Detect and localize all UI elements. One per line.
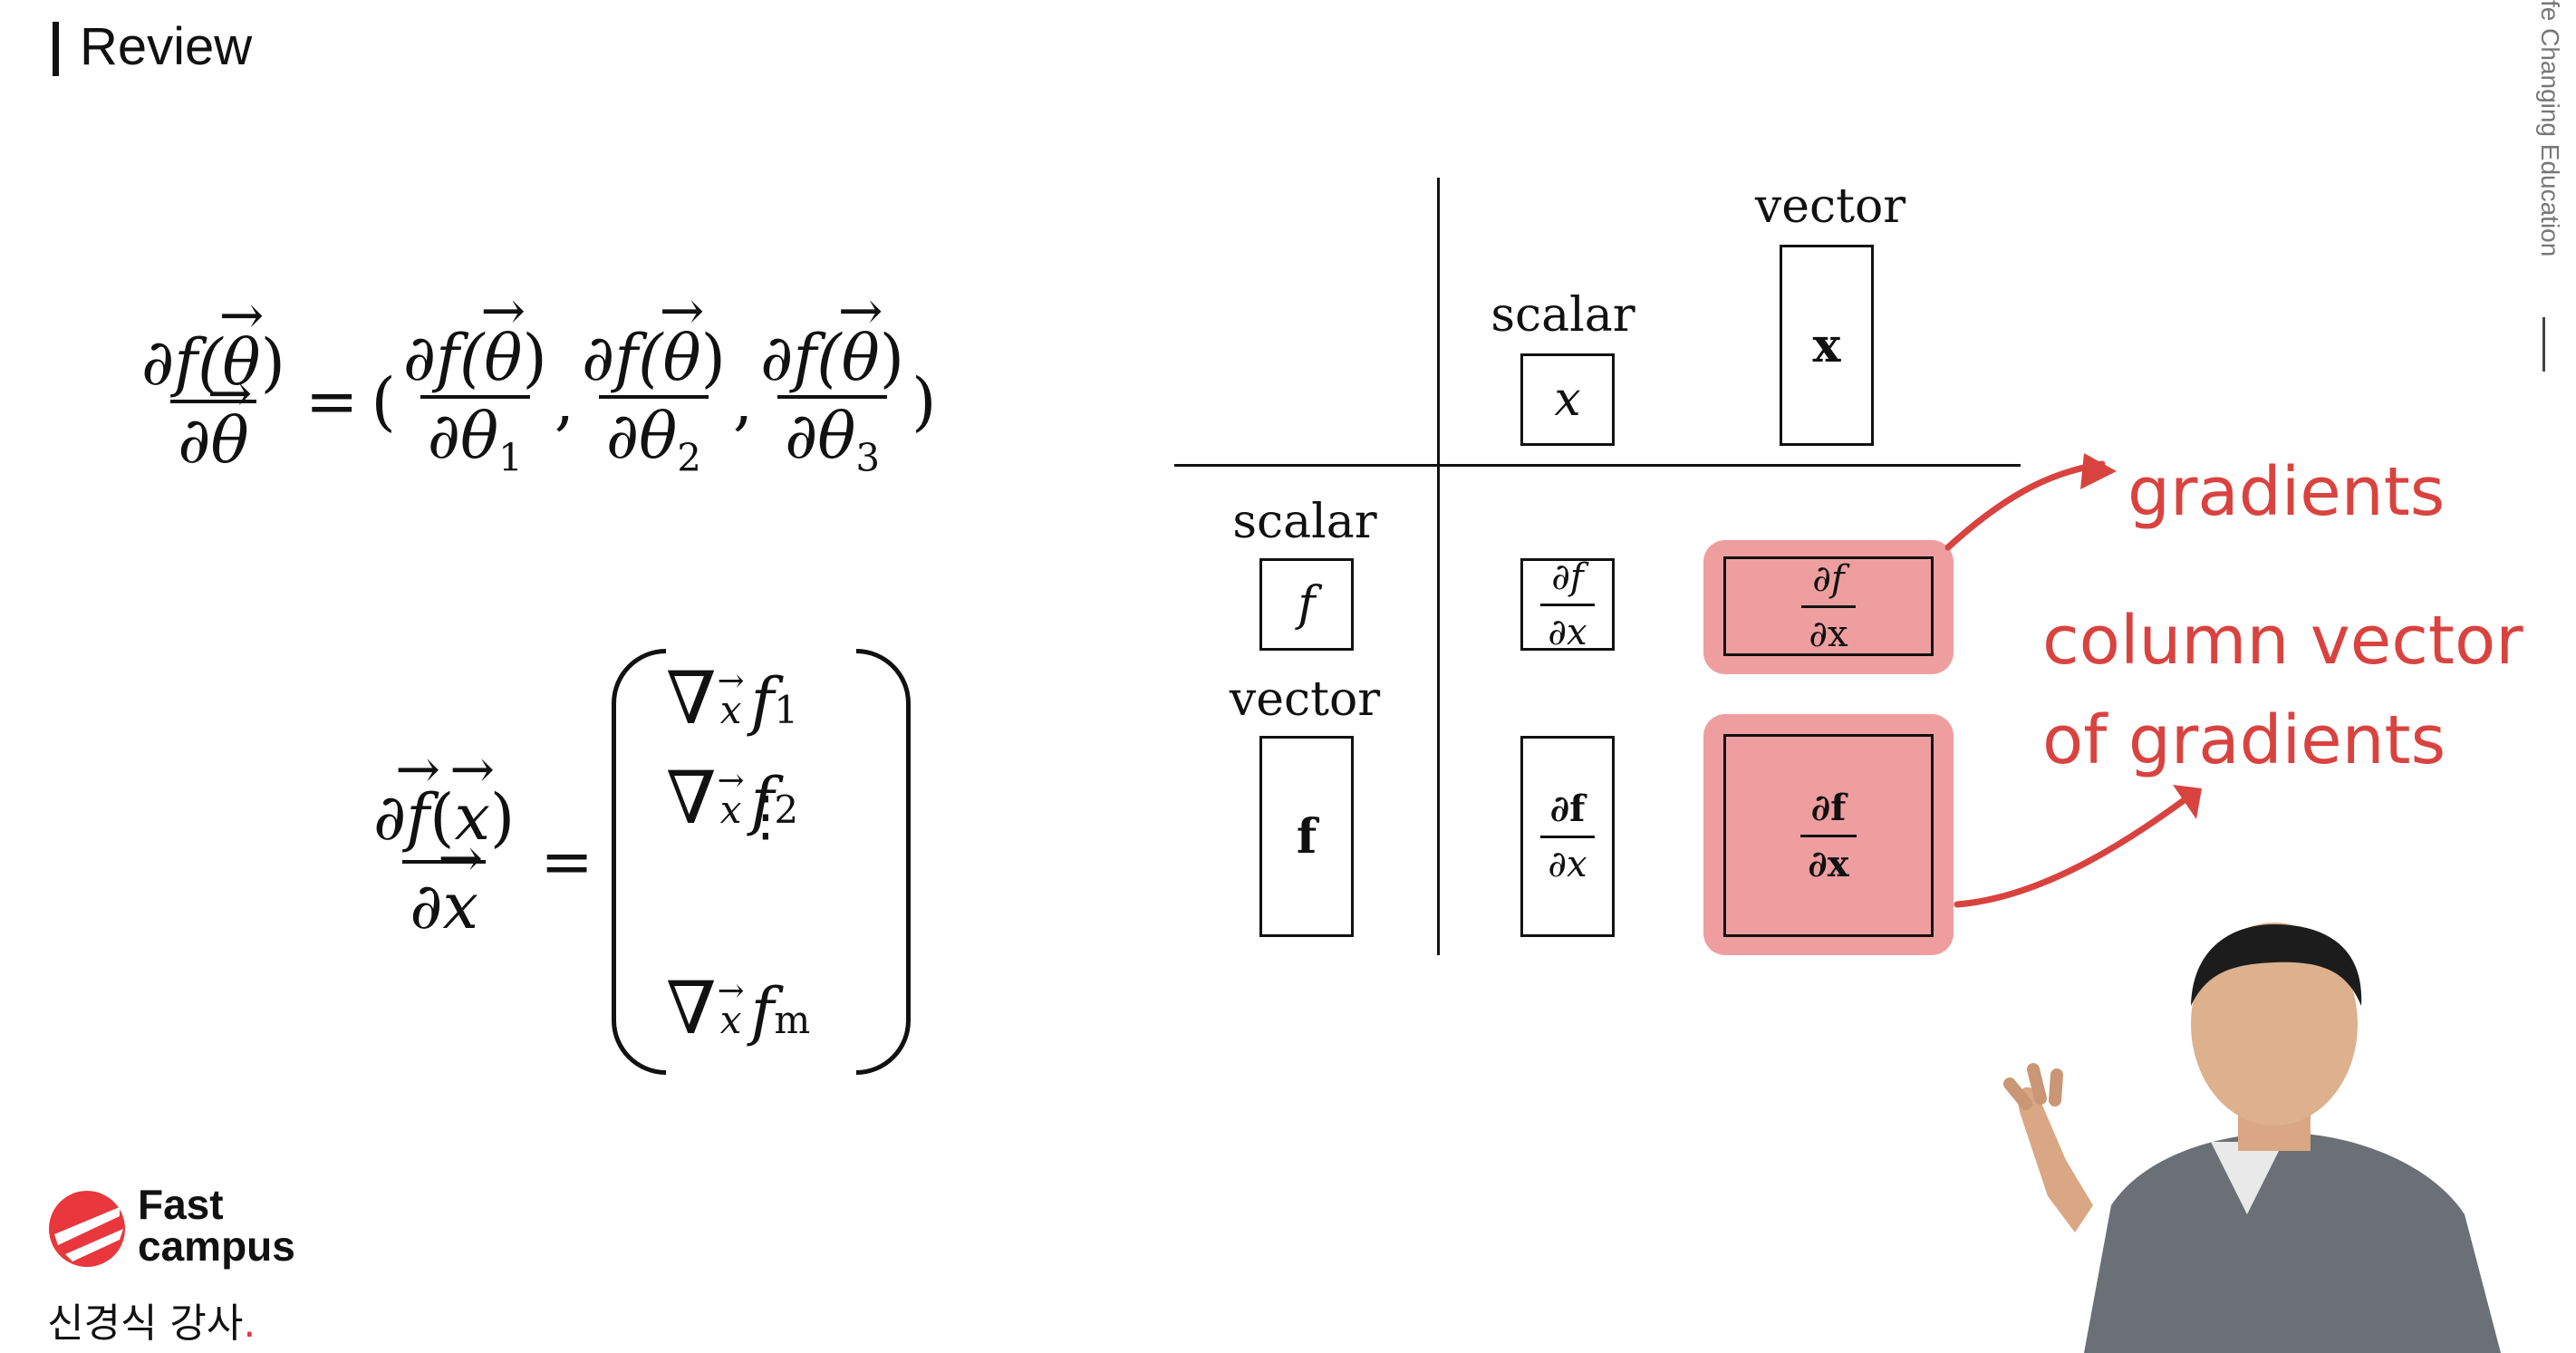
- col-header-scalar: scalar: [1491, 288, 1635, 343]
- matrix-row-1: ∇xf1: [666, 656, 874, 740]
- vertical-watermark: fe Changing Education: [2536, 0, 2564, 257]
- partial-theta-2: ∂f(θ) ∂θ2: [574, 326, 733, 478]
- arrow-head-gradients: [2080, 453, 2117, 489]
- matrix-row-m: ∇xfm: [666, 966, 874, 1050]
- table-vertical-rule: [1437, 178, 1440, 955]
- partial-theta-1: ∂f(θ) ∂θ1: [396, 326, 555, 478]
- highlight-gradient: ∂f∂x: [1703, 540, 1954, 674]
- table-horizontal-rule: [1174, 464, 2021, 467]
- jacobian-lhs: ∂f(x) ∂x: [366, 780, 522, 943]
- cell-scalar-vector: ∂f∂x: [1723, 556, 1934, 656]
- jacobian-equation: ∂f(x) ∂x = ∇xf1 ∇xf2 ⋮ ∇xfm: [366, 649, 911, 1075]
- note-gradients: gradients: [2127, 453, 2446, 531]
- row-box-scalar-f: f: [1259, 558, 1354, 651]
- note-of-gradients: of gradients: [2042, 701, 2446, 779]
- row-header-vector: vector: [1229, 672, 1381, 727]
- col-box-vector-x: x: [1780, 245, 1874, 446]
- highlight-jacobian: ∂f∂x: [1703, 714, 1954, 955]
- arrow-to-column-vector: [1954, 790, 2196, 908]
- col-box-scalar-x: x: [1520, 353, 1615, 446]
- note-column-vector: column vector: [2042, 602, 2523, 680]
- row-header-scalar: scalar: [1232, 495, 1377, 549]
- cell-vector-vector: ∂f∂x: [1723, 734, 1934, 937]
- matrix-row-2: ∇xf2: [666, 756, 874, 840]
- partial-theta-3: ∂f(θ) ∂θ3: [753, 326, 912, 478]
- cell-scalar-scalar: ∂f∂x: [1520, 556, 1615, 653]
- presenter-photo: [2003, 923, 2501, 1353]
- lhs-fraction: ∂f(θ) ∂θ: [134, 331, 293, 472]
- slide-title: Review: [80, 17, 253, 76]
- watermark-divider: [2542, 317, 2545, 372]
- fastcampus-wordmark: Fast campus: [138, 1181, 295, 1270]
- row-box-vector-f: f: [1259, 736, 1354, 937]
- gradient-equation: ∂f(θ) ∂θ = ( ∂f(θ) ∂θ1 , ∂f(θ) ∂θ2 , ∂f(…: [134, 326, 936, 478]
- col-header-vector: vector: [1754, 179, 1906, 234]
- cell-vector-scalar: ∂f∂x: [1520, 736, 1615, 937]
- fastcampus-logo-icon: [49, 1191, 125, 1267]
- gradient-column-matrix: ∇xf1 ∇xf2 ⋮ ∇xfm: [611, 649, 911, 1075]
- arrow-to-gradients: [1944, 460, 2106, 551]
- arrow-head-column-vector: [2173, 785, 2202, 819]
- lecturer-name: 신경식 강사.: [47, 1300, 256, 1347]
- title-accent-bar: [53, 22, 59, 76]
